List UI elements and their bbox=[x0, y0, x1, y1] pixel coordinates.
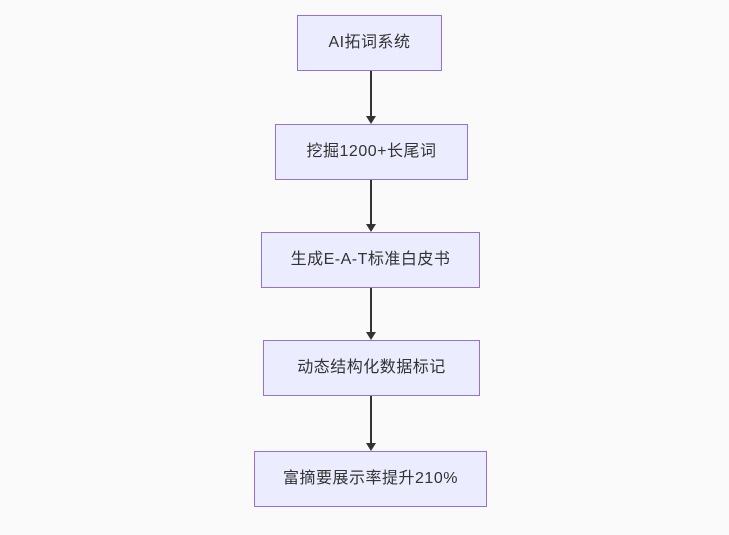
node-label: 富摘要展示率提升210% bbox=[283, 470, 458, 487]
flow-arrow-2 bbox=[365, 180, 377, 232]
flow-node-rich-snippet-result: 富摘要展示率提升210% bbox=[254, 451, 487, 507]
node-label: 挖掘1200+长尾词 bbox=[306, 143, 437, 160]
arrow-line bbox=[370, 71, 372, 116]
arrow-line bbox=[370, 396, 372, 443]
node-label: 生成E-A-T标准白皮书 bbox=[290, 251, 451, 268]
flow-arrow-3 bbox=[365, 288, 377, 340]
flow-node-longtail-mining: 挖掘1200+长尾词 bbox=[275, 124, 468, 180]
node-label: AI拓词系统 bbox=[328, 34, 411, 51]
flow-arrow-1 bbox=[365, 71, 377, 124]
flow-arrow-4 bbox=[365, 396, 377, 451]
flow-node-structured-data-markup: 动态结构化数据标记 bbox=[263, 340, 480, 396]
arrow-down-icon bbox=[366, 332, 376, 340]
arrow-down-icon bbox=[366, 443, 376, 451]
flow-node-ai-keyword-system: AI拓词系统 bbox=[297, 15, 442, 71]
arrow-line bbox=[370, 180, 372, 224]
arrow-down-icon bbox=[366, 224, 376, 232]
arrow-down-icon bbox=[366, 116, 376, 124]
arrow-line bbox=[370, 288, 372, 332]
node-label: 动态结构化数据标记 bbox=[297, 359, 446, 376]
flow-node-eat-whitepaper: 生成E-A-T标准白皮书 bbox=[261, 232, 480, 288]
